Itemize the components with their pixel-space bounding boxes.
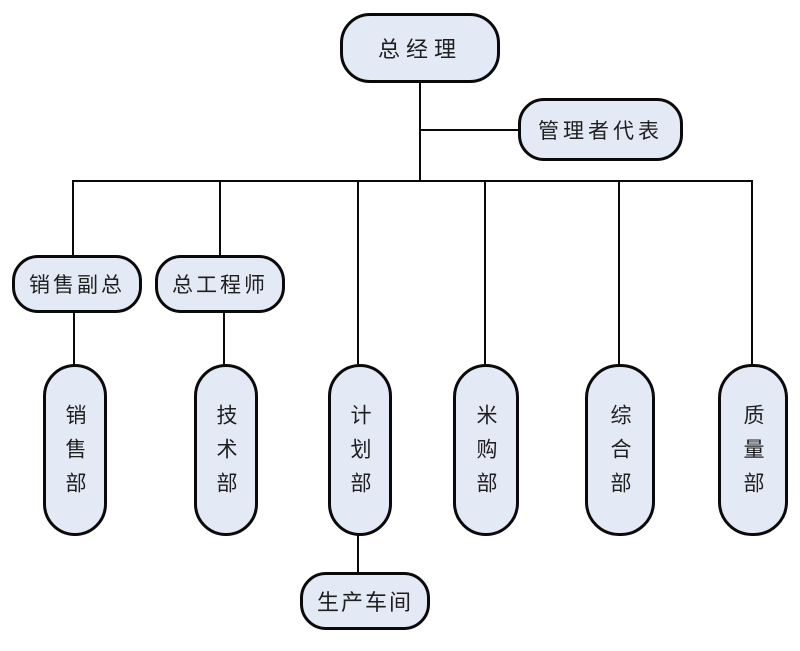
connector-planning-workshop (357, 534, 359, 574)
node-tech-dept: 技术部 (194, 364, 258, 536)
node-quality-dept: 质量部 (718, 364, 788, 536)
connector-drop-quality (751, 181, 753, 364)
node-general-manager: 总经理 (340, 13, 500, 83)
node-chief-engineer: 总工程师 (155, 255, 285, 313)
node-production-workshop: 生产车间 (300, 572, 430, 630)
node-purchasing-dept: 米购部 (453, 364, 519, 536)
connector-gm-trunk (419, 82, 421, 182)
connector-engineer-techdept (223, 311, 225, 366)
connector-salesvp-salesdept (73, 311, 75, 366)
node-sales-vp: 销售副总 (12, 255, 142, 313)
node-sales-dept: 销售部 (43, 364, 107, 536)
node-planning-dept: 计划部 (328, 364, 392, 536)
node-management-representative: 管理者代表 (518, 98, 683, 161)
connector-bus (72, 180, 753, 182)
node-general-dept: 综合部 (585, 364, 655, 536)
connector-drop-sales-vp (72, 181, 74, 255)
connector-drop-chief-engineer (219, 181, 221, 255)
connector-drop-general (618, 181, 620, 364)
connector-drop-planning (357, 181, 359, 364)
connector-drop-purchasing (484, 181, 486, 364)
connector-gm-mgmt-rep (420, 129, 519, 131)
